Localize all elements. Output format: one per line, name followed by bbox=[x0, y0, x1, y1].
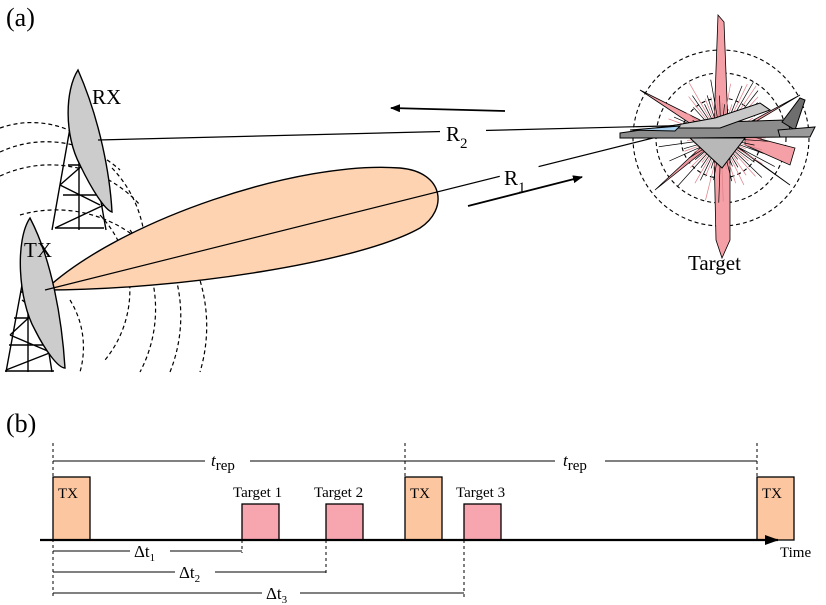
tx-pulse-label-1: TX bbox=[58, 486, 78, 502]
t-rep-label-2: trep bbox=[563, 451, 587, 474]
time-label: Time bbox=[780, 545, 811, 561]
delta-t2-label: Δt2 bbox=[179, 563, 200, 585]
tx-pulse-label-2: TX bbox=[410, 486, 430, 502]
delta-t3-label: Δt3 bbox=[266, 584, 288, 605]
rcs-spike bbox=[676, 151, 710, 187]
r1-line bbox=[44, 124, 706, 291]
rcs-spike bbox=[736, 146, 775, 167]
delta-t1-label: Δt1 bbox=[134, 542, 155, 564]
rcs-spike bbox=[734, 149, 749, 162]
panel-b-label: (b) bbox=[6, 409, 36, 438]
target-label: Target bbox=[688, 251, 741, 275]
rx-label: RX bbox=[92, 85, 121, 109]
tx-label: TX bbox=[24, 238, 52, 262]
rcs-spike bbox=[692, 95, 712, 124]
rcs-spike bbox=[694, 153, 713, 184]
tx-pulse-label-3: TX bbox=[762, 486, 782, 502]
rcs-spike bbox=[688, 82, 713, 123]
rcs-spike bbox=[705, 155, 717, 201]
tx-beam bbox=[43, 166, 439, 291]
r2-label: R2 bbox=[446, 122, 468, 152]
delta-t-spans bbox=[53, 550, 464, 594]
rcs-spike bbox=[690, 150, 709, 168]
rcs-spike bbox=[710, 79, 719, 121]
r1-label-bg bbox=[497, 156, 543, 194]
rcs-spike bbox=[704, 98, 715, 122]
rcs-spike bbox=[706, 95, 716, 121]
rcs-spike bbox=[682, 148, 707, 166]
rcs-spike bbox=[732, 151, 756, 177]
target-3-label: Target 3 bbox=[456, 485, 505, 501]
target-1-label: Target 1 bbox=[233, 485, 282, 501]
r2-line bbox=[97, 124, 706, 141]
tx-dish-icon bbox=[19, 216, 66, 369]
rcs-spike bbox=[700, 154, 714, 181]
rcs-spike bbox=[733, 150, 763, 178]
panel-a-label: (a) bbox=[6, 3, 35, 32]
rcs-spike bbox=[730, 152, 747, 176]
r2-label-bg bbox=[440, 116, 486, 148]
rcs-spike bbox=[728, 154, 745, 186]
rcs-spike bbox=[710, 96, 717, 121]
outgoing-arrow bbox=[467, 175, 583, 207]
rcs-spike bbox=[716, 95, 720, 121]
t-rep-label-1: trep bbox=[211, 451, 235, 474]
target-pulses bbox=[241, 503, 502, 541]
rcs-spike bbox=[738, 142, 763, 151]
aircraft-icon bbox=[619, 97, 816, 169]
rcs-pattern bbox=[639, 13, 801, 260]
rcs-spike bbox=[737, 143, 764, 154]
rcs-spike bbox=[735, 148, 755, 163]
target-2-label: Target 2 bbox=[314, 485, 363, 501]
rcs-spike bbox=[736, 147, 763, 165]
rcs-spike bbox=[669, 145, 705, 162]
tx-pulses bbox=[52, 476, 795, 541]
rx-dish-icon bbox=[67, 68, 113, 213]
r1-label: R1 bbox=[504, 166, 526, 196]
return-arrow bbox=[390, 104, 506, 113]
